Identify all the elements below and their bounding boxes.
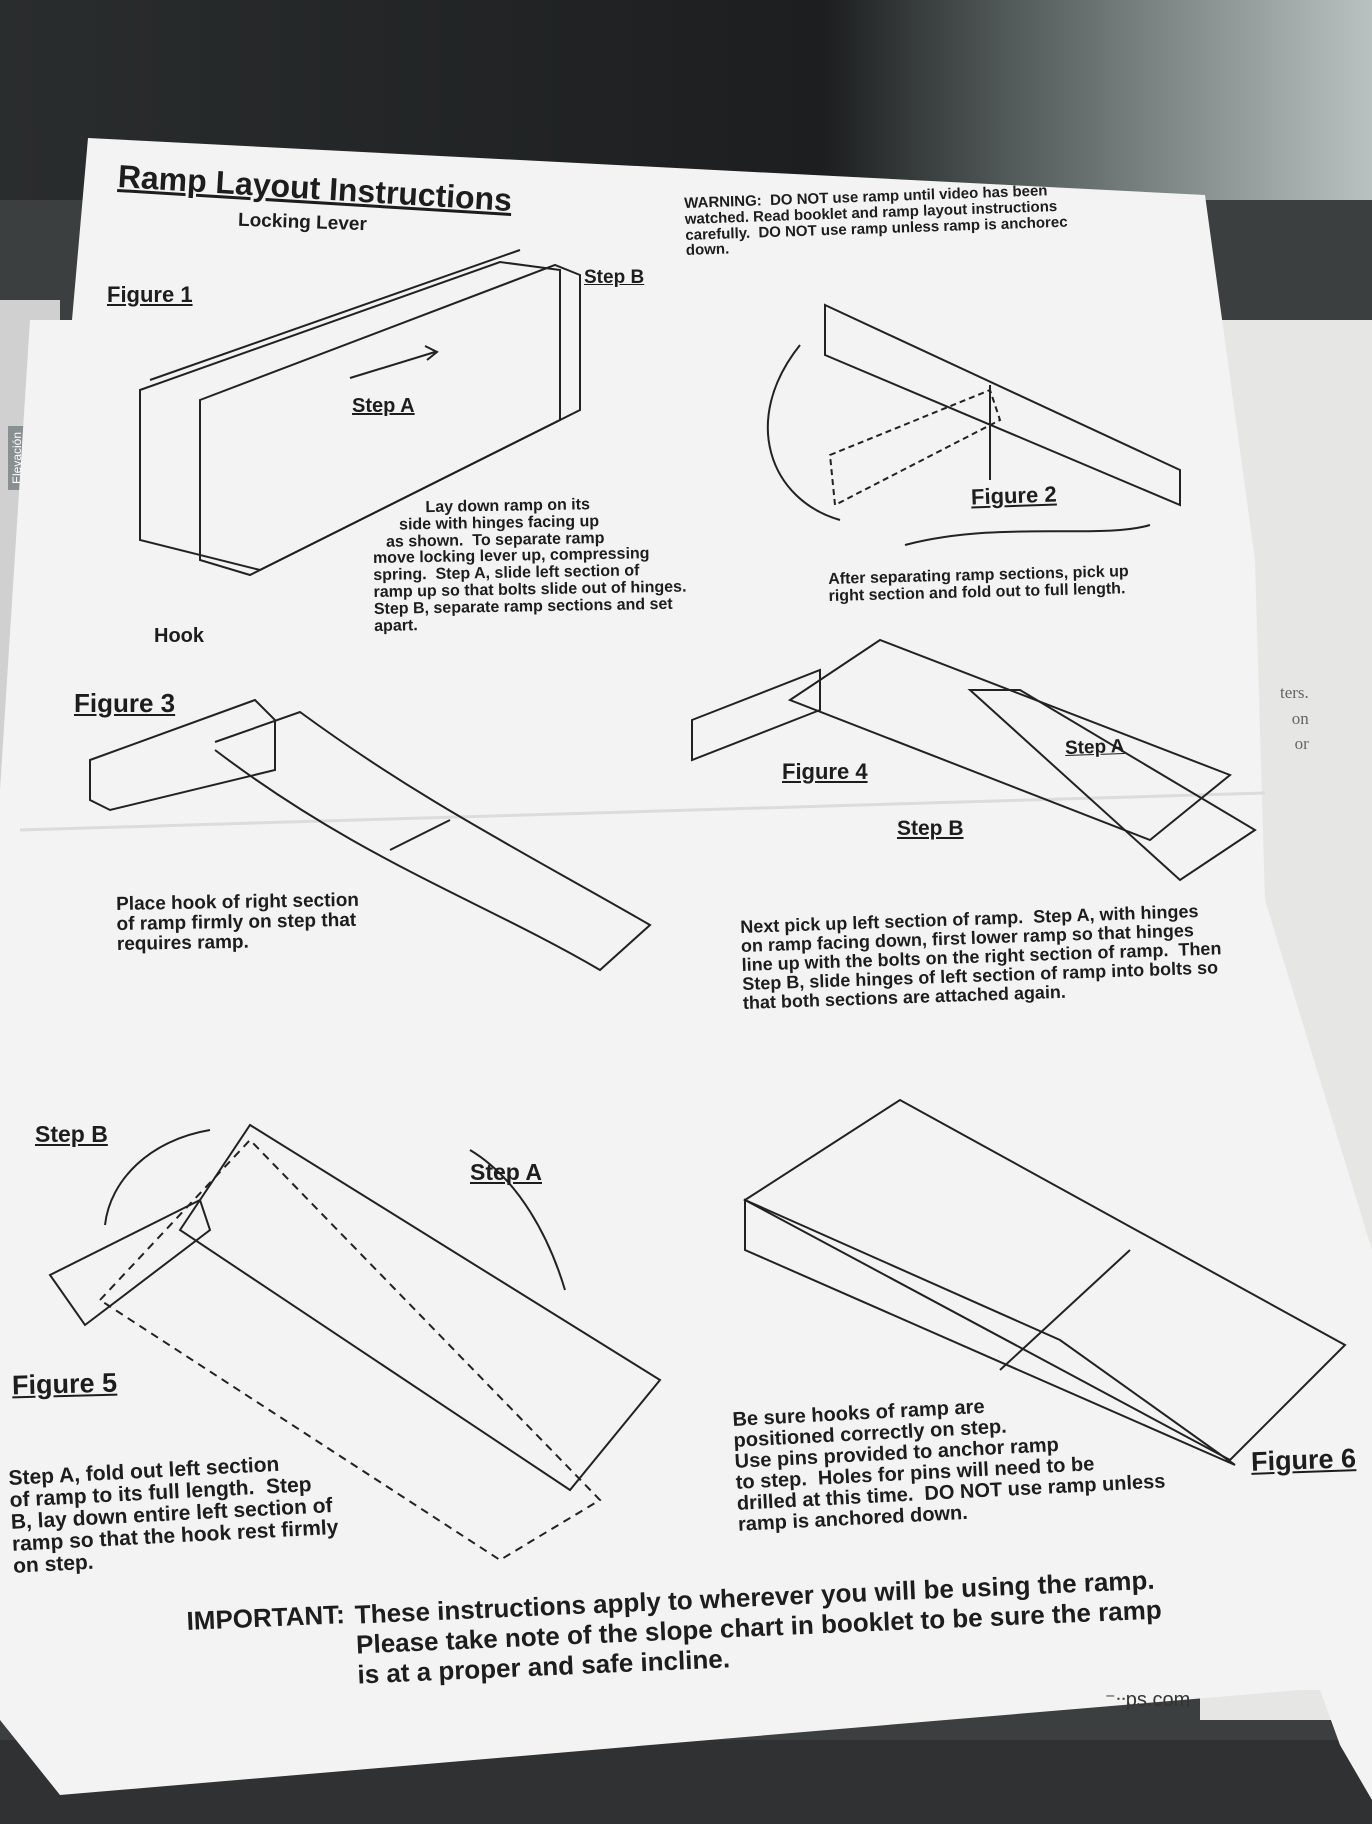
figure5-drawing (48, 1123, 662, 1562)
figure4-label: Figure 4 (782, 759, 868, 784)
figure4-drawing (691, 638, 1257, 882)
figure1-step-a: Step A (352, 395, 415, 417)
figure3-caption: Place hook of right section of ramp firm… (115, 889, 360, 955)
figure1-drawing (139, 249, 581, 577)
figure6-drawing (743, 1098, 1347, 1466)
footer-url: ⁻ᐧᐧps.com (1105, 1689, 1191, 1711)
figure5-caption: Step A, fold out left section of ramp to… (7, 1452, 339, 1579)
figure1-step-b: Step B (584, 267, 645, 288)
figure6-caption: Be sure hooks of ramp are positioned cor… (731, 1395, 1166, 1536)
figure6-label: Figure 6 (1250, 1443, 1357, 1477)
important-label: IMPORTANT: (185, 1599, 346, 1636)
figure2-label: Figure 2 (970, 481, 1057, 510)
warning-text: WARNING: DO NOT use ramp until video has… (683, 182, 1068, 260)
figure4-step-b: Step B (897, 817, 964, 840)
background-document-text: ters. on or (1280, 683, 1309, 753)
figure3-label: Figure 3 (74, 688, 176, 718)
figure5-step-a: Step A (470, 1159, 542, 1185)
figure4-caption: Next pick up left section of ramp. Step … (739, 901, 1222, 1013)
figure4-step-a: Step A (1064, 735, 1125, 760)
figure1-caption: Lay down ramp on its side with hinges fa… (371, 496, 687, 635)
hook-label: Hook (154, 625, 204, 647)
figure5-label: Figure 5 (11, 1367, 118, 1401)
figure1-label: Figure 1 (107, 282, 193, 307)
figure5-step-b: Step B (35, 1121, 108, 1147)
figure3-drawing (89, 698, 652, 972)
figure2-drawing (766, 303, 1181, 546)
